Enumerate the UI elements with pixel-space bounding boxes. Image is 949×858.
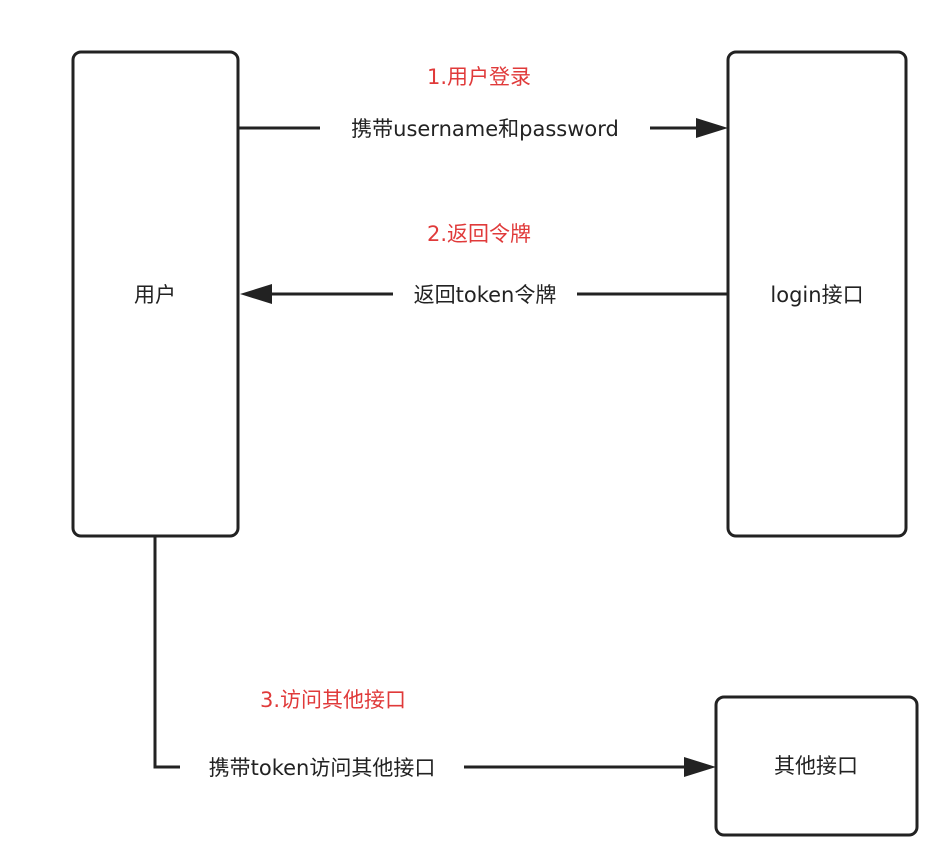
step-2-label: 2.返回令牌	[427, 222, 531, 246]
login-interface-label: login接口	[770, 283, 863, 307]
step-3-label: 3.访问其他接口	[260, 688, 406, 712]
login-request-arrowhead	[696, 118, 728, 138]
other-interface-label: 其他接口	[774, 754, 858, 778]
other-access-label-bg	[180, 752, 464, 784]
login-request-label-bg	[320, 112, 650, 144]
other-access-arrowhead	[684, 757, 716, 777]
token-return-arrowhead	[240, 284, 272, 304]
user-box-label: 用户	[134, 283, 176, 307]
other-interface-box	[714, 695, 919, 837]
step-1-label: 1.用户登录	[427, 65, 531, 89]
other-access-line	[153, 536, 686, 769]
login-request-label: 携带username和password	[351, 117, 619, 141]
other-access-label: 携带token访问其他接口	[209, 756, 436, 780]
token-return-label-bg	[393, 279, 577, 311]
token-return-label: 返回token令牌	[414, 283, 557, 307]
